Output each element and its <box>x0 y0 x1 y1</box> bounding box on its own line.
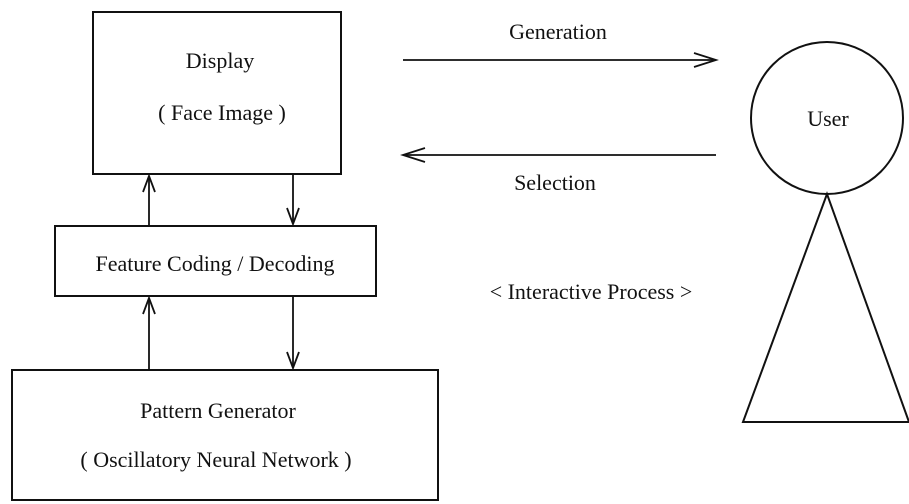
feature-coding-box: Feature Coding / Decoding <box>54 225 377 297</box>
pattern-generator-title: Pattern Generator <box>140 398 296 423</box>
generation-arrow <box>403 52 719 68</box>
user-figure: User <box>741 41 909 423</box>
feature-coding-label: Feature Coding / Decoding <box>96 251 335 276</box>
feature-coding-box-frame <box>54 225 377 297</box>
generation-label: Generation <box>509 19 607 44</box>
selection-label: Selection <box>514 170 596 195</box>
display-box: Display ( Face Image ) <box>92 11 342 175</box>
user-body-triangle <box>741 191 909 423</box>
pattern-generator-subtitle: ( Oscillatory Neural Network ) <box>80 447 351 472</box>
display-coding-down-arrow <box>286 174 300 227</box>
display-coding-up-arrow <box>142 173 156 226</box>
pattern-generator-box: Pattern Generator ( Oscillatory Neural N… <box>11 369 439 501</box>
coding-generator-down-arrow <box>286 296 300 371</box>
display-subtitle: ( Face Image ) <box>158 100 286 125</box>
interactive-process-label: < Interactive Process > <box>490 279 693 304</box>
pattern-generator-box-frame <box>11 369 439 501</box>
display-title: Display <box>186 48 254 73</box>
display-box-frame <box>92 11 342 175</box>
generator-coding-up-arrow <box>142 295 156 370</box>
user-label: User <box>807 106 849 131</box>
selection-arrow <box>400 147 716 163</box>
